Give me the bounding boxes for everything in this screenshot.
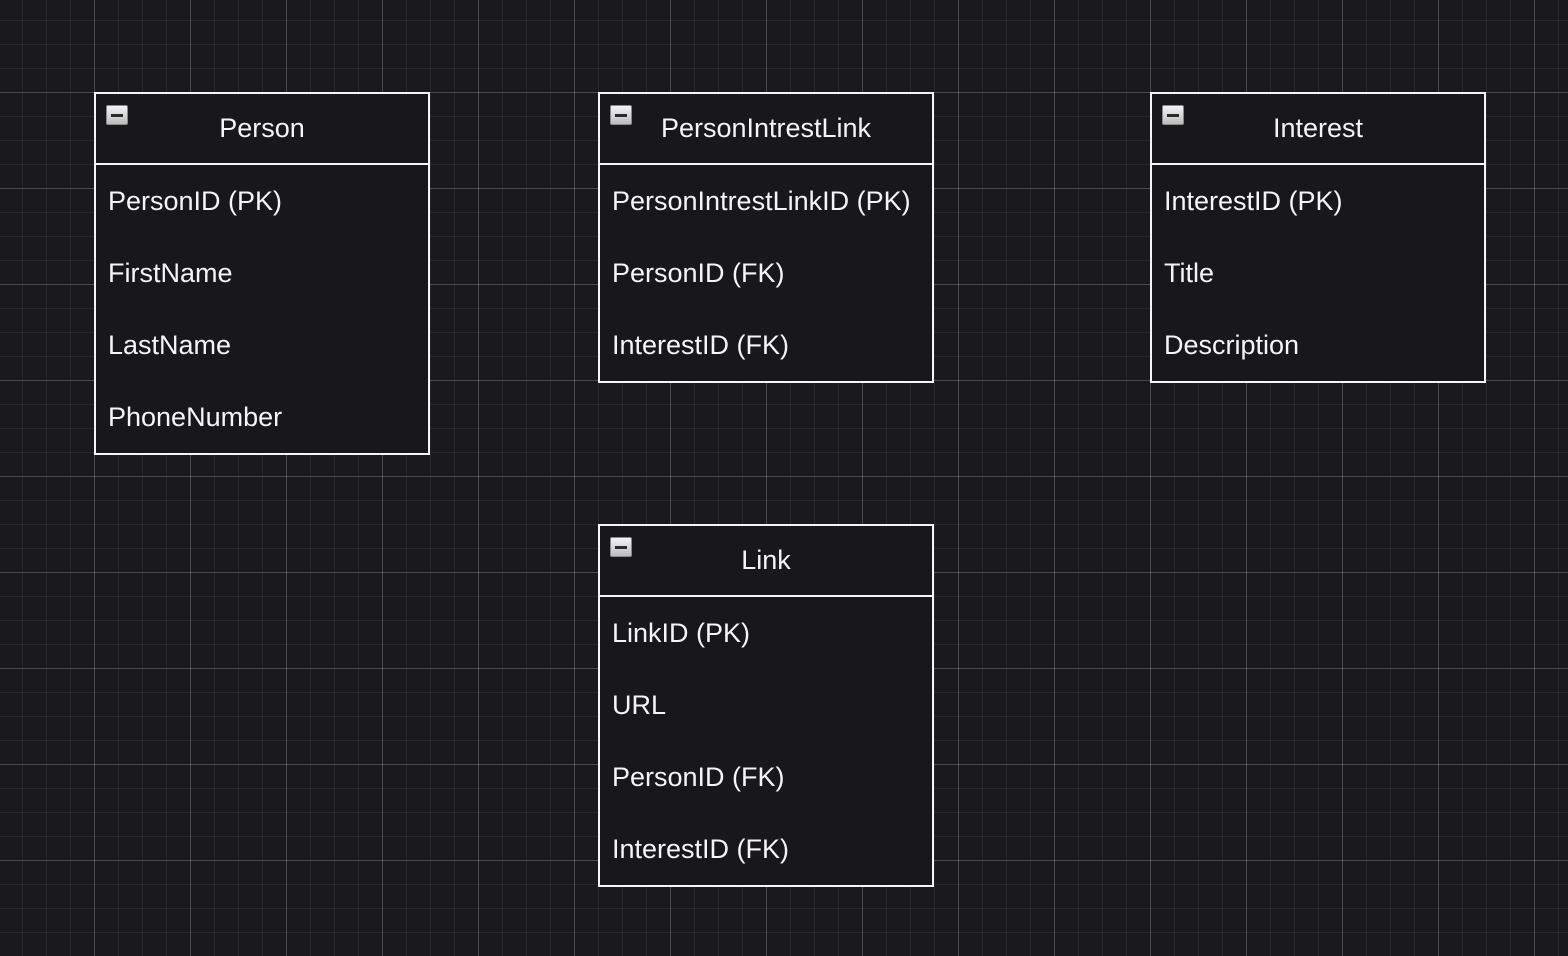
entity-field[interactable]: FirstName — [108, 258, 233, 288]
entity-field[interactable]: Description — [1164, 330, 1300, 360]
entity-header[interactable]: Person — [96, 94, 428, 165]
entity-field[interactable]: LinkID (PK) — [612, 618, 751, 648]
entity-field[interactable]: InterestID (FK) — [612, 330, 790, 360]
entity-header[interactable]: Link — [600, 526, 932, 597]
entity-title: Interest — [1272, 113, 1364, 143]
entity-field[interactable]: PersonID (PK) — [108, 186, 283, 216]
collapse-icon[interactable] — [106, 105, 128, 125]
collapse-icon[interactable] — [1162, 105, 1184, 125]
entity-field-list: PersonIntrestLinkID (PK) PersonID (FK) I… — [600, 165, 932, 381]
entity-field-list: LinkID (PK) URL PersonID (FK) InterestID… — [600, 597, 932, 885]
entity-field[interactable]: PersonID (FK) — [612, 762, 785, 792]
entity-field[interactable]: PersonID (FK) — [612, 258, 785, 288]
entity-field[interactable]: InterestID (PK) — [1164, 186, 1343, 216]
entity-person-intrest-link[interactable]: PersonIntrestLink PersonIntrestLinkID (P… — [598, 92, 934, 383]
entity-title: Person — [219, 113, 305, 143]
entity-field[interactable]: InterestID (FK) — [612, 834, 790, 864]
entity-field[interactable]: LastName — [108, 330, 232, 360]
entity-field-list: PersonID (PK) FirstName LastName PhoneNu… — [96, 165, 428, 453]
entity-link[interactable]: Link LinkID (PK) URL PersonID (FK) Inter… — [598, 524, 934, 887]
entity-header[interactable]: PersonIntrestLink — [600, 94, 932, 165]
entity-field[interactable]: URL — [612, 690, 667, 720]
entity-field[interactable]: PersonIntrestLinkID (PK) — [612, 186, 911, 216]
entity-field[interactable]: Title — [1164, 258, 1215, 288]
entity-field[interactable]: PhoneNumber — [108, 402, 283, 432]
entity-field-list: InterestID (PK) Title Description — [1152, 165, 1484, 381]
entity-interest[interactable]: Interest InterestID (PK) Title Descripti… — [1150, 92, 1486, 383]
entity-title: Link — [741, 545, 791, 575]
entity-header[interactable]: Interest — [1152, 94, 1484, 165]
entity-person[interactable]: Person PersonID (PK) FirstName LastName … — [94, 92, 430, 455]
collapse-icon[interactable] — [610, 105, 632, 125]
entity-title: PersonIntrestLink — [660, 113, 872, 143]
collapse-icon[interactable] — [610, 537, 632, 557]
